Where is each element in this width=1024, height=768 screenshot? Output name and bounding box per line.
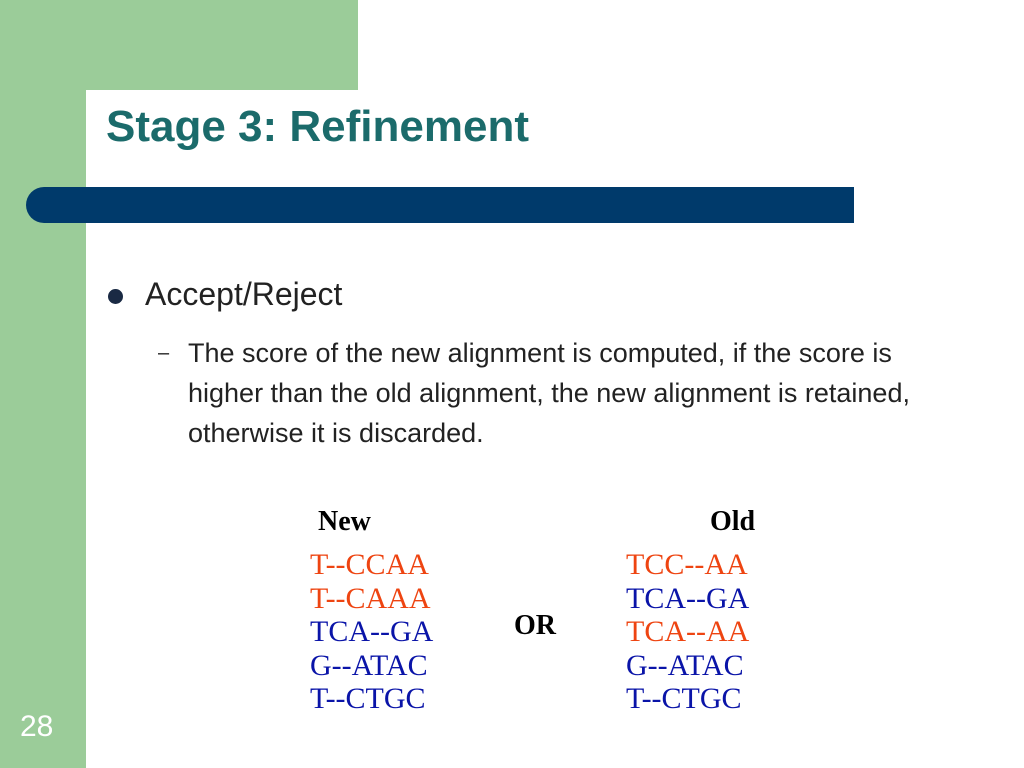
new-alignment-line: G--ATAC bbox=[310, 648, 428, 682]
new-alignment: T--CCAA T--CAAA TCA--GA G--ATAC T--CTGC bbox=[310, 548, 433, 716]
green-top-band bbox=[0, 0, 358, 90]
slide-title: Stage 3: Refinement bbox=[106, 102, 529, 151]
bullet-accept-reject: Accept/Reject bbox=[145, 276, 343, 312]
green-sidebar bbox=[0, 0, 86, 768]
slide-number: 28 bbox=[20, 710, 54, 743]
new-alignment-line: T--CAAA bbox=[310, 581, 431, 615]
bullet-dot-icon bbox=[108, 289, 123, 304]
old-alignment: TCC--AA TCA--GA TCA--AA G--ATAC T--CTGC bbox=[626, 548, 749, 716]
sub-bullet-dash-icon: – bbox=[158, 342, 170, 364]
old-alignment-line: TCC--AA bbox=[626, 548, 748, 581]
old-column-label: Old bbox=[710, 506, 756, 537]
new-alignment-line: T--CTGC bbox=[310, 682, 426, 715]
new-alignment-line: T--CCAA bbox=[310, 548, 429, 581]
new-column-label: New bbox=[318, 506, 371, 537]
sub-bullet-text: The score of the new alignment is comput… bbox=[188, 338, 910, 448]
title-underline-bar bbox=[26, 187, 854, 223]
old-alignment-line: TCA--GA bbox=[626, 581, 750, 615]
or-label: OR bbox=[514, 610, 556, 641]
old-alignment-line: G--ATAC bbox=[626, 648, 744, 682]
old-alignment-line: TCA--AA bbox=[626, 615, 750, 648]
new-alignment-line: TCA--GA bbox=[310, 615, 434, 648]
old-alignment-line: T--CTGC bbox=[626, 682, 742, 715]
